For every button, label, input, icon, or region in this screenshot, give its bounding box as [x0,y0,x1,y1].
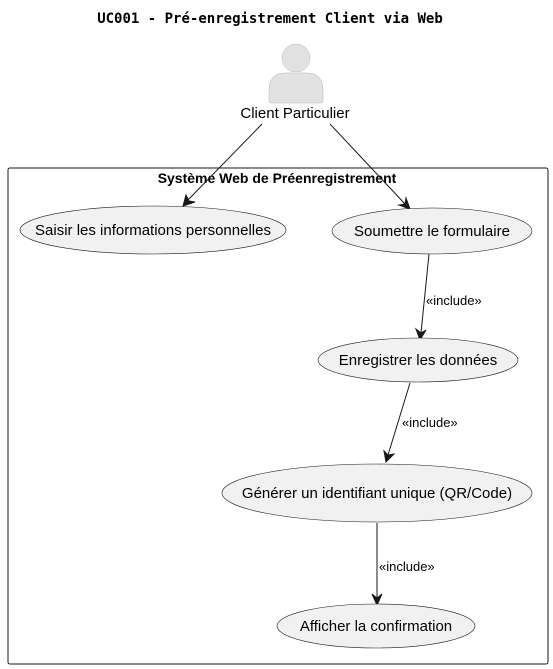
actor-association-saisir [182,123,263,207]
usecase-label: Saisir les informations personnelles [35,222,271,239]
usecase-generer: Générer un identifiant unique (QR/Code) [221,463,533,523]
usecase-label: Afficher la confirmation [300,618,452,635]
diagram-title: UC001 - Pré-enregistrement Client via We… [97,11,443,27]
usecase-label: Générer un identifiant unique (QR/Code) [242,485,512,502]
include-label: «include» [426,293,482,308]
system-label: Système Web de Préenregistrement [158,170,397,186]
actor-client-particulier: Client Particulier [240,43,350,122]
include-relation-2: «include» [383,382,458,464]
usecase-saisir: Saisir les informations personnelles [19,205,287,255]
usecase-soumettre: Soumettre le formulaire [331,207,533,255]
usecase-afficher: Afficher la confirmation [276,603,476,649]
system-boundary: Système Web de Préenregistrement [7,167,549,665]
include-label: «include» [402,415,458,430]
include-relation-1: «include» [414,253,482,342]
include-label: «include» [379,559,435,574]
include-relation-3: «include» [371,523,435,607]
actor-association-soumettre [329,123,411,210]
actor-label: Client Particulier [240,105,349,122]
usecase-label: Soumettre le formulaire [354,223,510,240]
usecase-label: Enregistrer les données [339,352,497,369]
usecase-enregistrer: Enregistrer les données [317,337,519,383]
person-icon [268,43,324,104]
